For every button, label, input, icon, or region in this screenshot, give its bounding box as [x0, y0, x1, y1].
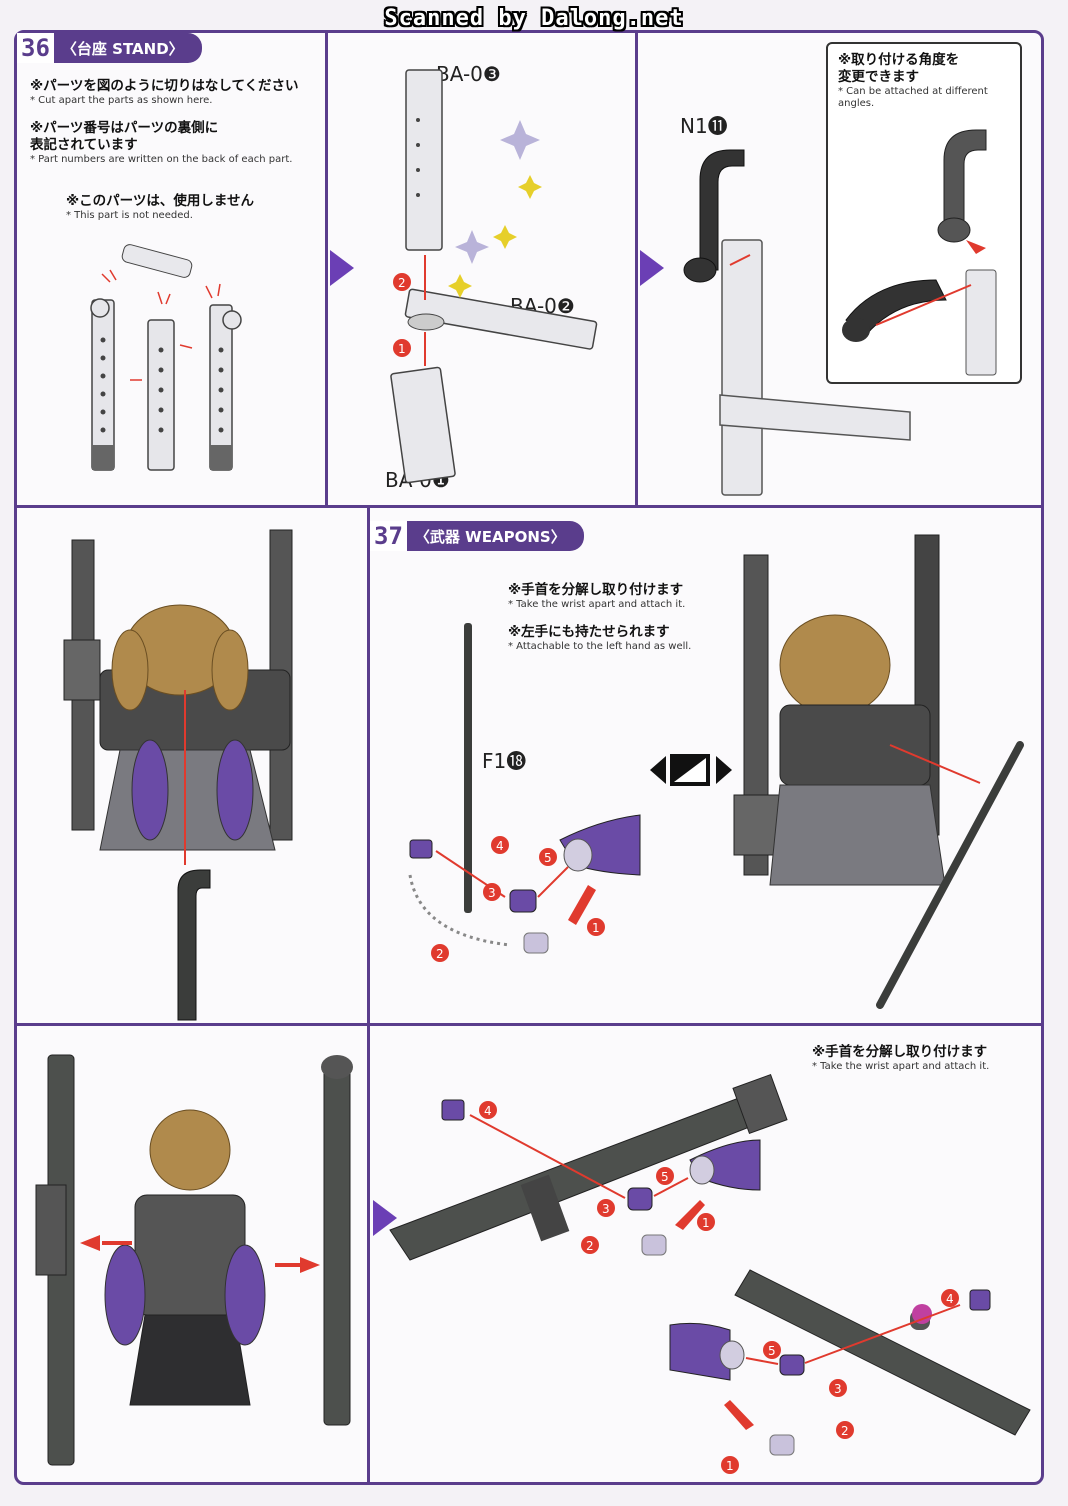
figure-rod-back-illustration: [733, 534, 1024, 1009]
scan-watermark: Scanned by Dalong.net: [384, 6, 684, 31]
svg-text:1: 1: [702, 1216, 710, 1230]
svg-text:2: 2: [841, 1424, 849, 1438]
svg-text:2: 2: [436, 947, 444, 961]
unused-part-note: ※このパーツは、使用しません * This part is not needed…: [66, 193, 254, 221]
divider: [325, 32, 328, 507]
cut-parts-note: ※パーツを図のように切りはなしてください * Cut apart the par…: [30, 78, 299, 106]
step-36-header: 36 〈台座 STAND〉: [17, 33, 202, 63]
svg-text:1: 1: [726, 1459, 734, 1473]
step-title-jp: 武器: [429, 527, 460, 546]
part-label-f18: F1⓲: [482, 749, 527, 773]
svg-text:3: 3: [488, 886, 496, 900]
stand-parts-illustration: [90, 244, 242, 471]
unused-part: [121, 244, 193, 278]
angle-note: ※取り付ける角度を 変更できます * Can be attached at di…: [838, 52, 988, 109]
step-number: 37: [370, 521, 407, 551]
part-number-note: ※パーツ番号はパーツの裏側に 表記されています * Part numbers a…: [30, 120, 293, 165]
step-number: 36: [17, 33, 54, 63]
wrist-note-2: ※手首を分解し取り付けます * Take the wrist apart and…: [812, 1044, 990, 1072]
stand-assembly-illustration: 2 1: [390, 69, 598, 484]
svg-text:5: 5: [544, 851, 552, 865]
figure-bazooka-illustration: [35, 1054, 353, 1466]
svg-text:1: 1: [398, 342, 406, 356]
svg-text:3: 3: [602, 1202, 610, 1216]
wrist-note: ※手首を分解し取り付けます * Take the wrist apart and…: [508, 582, 686, 610]
svg-text:4: 4: [484, 1104, 492, 1118]
swap-view-icon: [650, 754, 732, 786]
next-step-arrow: [330, 250, 354, 286]
svg-text:2: 2: [586, 1239, 594, 1253]
svg-text:5: 5: [661, 1170, 669, 1184]
stand-part-middle: [147, 319, 175, 471]
svg-text:4: 4: [946, 1292, 954, 1306]
divider: [367, 1023, 370, 1483]
svg-text:4: 4: [496, 839, 504, 853]
next-step-arrow: [640, 250, 664, 286]
svg-text:2: 2: [398, 276, 406, 290]
part-label-n111: N1⓫: [680, 114, 728, 138]
divider: [16, 1023, 1043, 1026]
svg-text:5: 5: [768, 1344, 776, 1358]
stand-with-arm-illustration: [683, 149, 911, 496]
svg-text:3: 3: [834, 1382, 842, 1396]
divider: [16, 505, 1043, 508]
left-hand-note: ※左手にも持たせられます * Attachable to the left ha…: [508, 624, 692, 652]
step-title-jp: 台座: [76, 39, 107, 58]
bazooka-assembly-lower: 4 5 3 2 1: [669, 1269, 1031, 1474]
step-title-en: WEAPONS: [465, 527, 551, 546]
divider: [367, 505, 370, 1025]
step-title-en: STAND: [112, 39, 169, 58]
figure-back-illustration: [63, 529, 293, 1021]
part-label-ba03: BA-0❸: [436, 62, 501, 86]
bazooka-assembly-upper: 4 5 3 2 1: [389, 1073, 788, 1261]
svg-text:1: 1: [592, 921, 600, 935]
step-37-header: 37 〈武器 WEAPONS〉: [370, 521, 584, 551]
divider: [635, 32, 638, 507]
stand-part-left: [90, 298, 115, 471]
angle-detail-illustration: [842, 129, 997, 376]
rod-hand-illustration: 4 5 3 2 1: [408, 623, 641, 962]
